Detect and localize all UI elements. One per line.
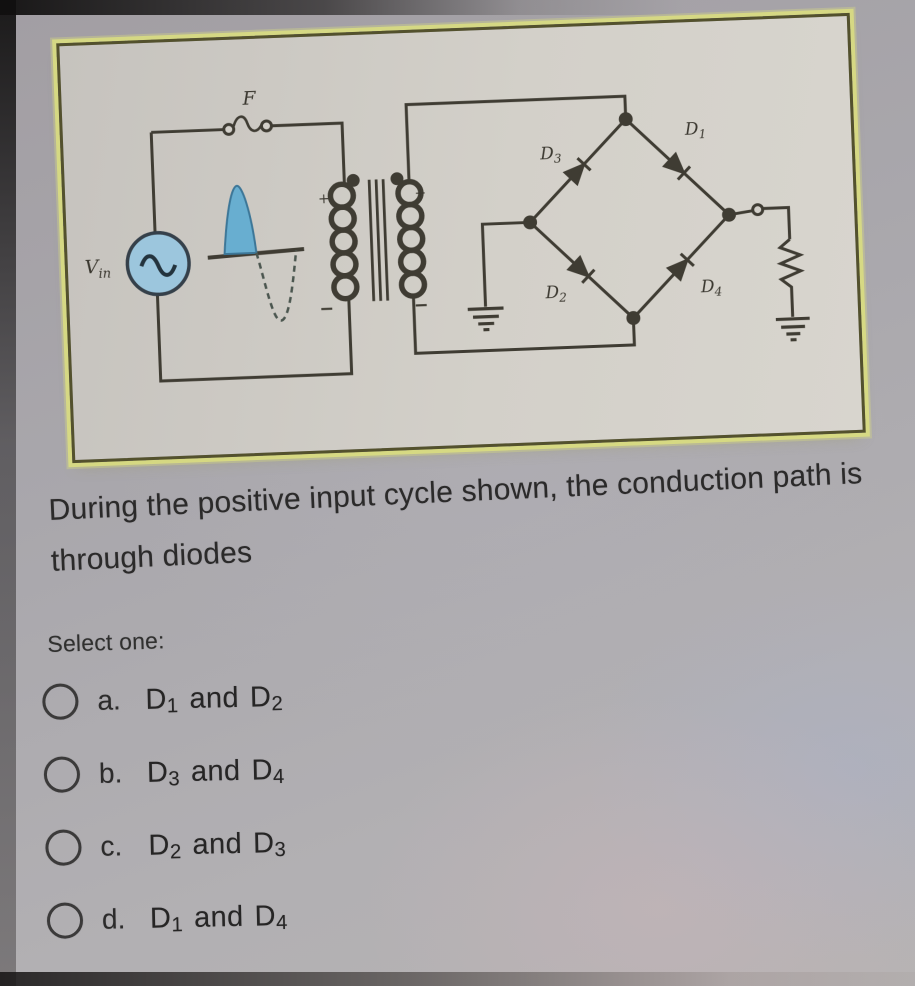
question-text: During the positive input cycle shown, t… — [48, 456, 881, 579]
right-ground — [775, 316, 810, 342]
secondary-plus-mark: + — [414, 186, 426, 202]
bridge-top-node — [618, 112, 633, 127]
photo-edge-bottom — [0, 972, 915, 986]
option-c-letter: c. — [100, 830, 123, 862]
diode-d3 — [562, 157, 592, 187]
radio-option-a[interactable] — [42, 683, 79, 720]
radio-option-d[interactable] — [46, 902, 84, 939]
select-one-label: Select one: — [47, 627, 166, 657]
radio-option-c[interactable] — [45, 829, 82, 866]
primary-plus-mark: + — [318, 191, 330, 207]
diode-d4 — [665, 252, 695, 282]
diode-d4-label: D4 — [700, 276, 723, 300]
output-terminal — [751, 203, 765, 217]
radio-option-b[interactable] — [43, 756, 81, 793]
secondary-phase-dot — [390, 172, 404, 186]
diode-bridge — [523, 112, 736, 325]
input-waveform — [207, 184, 305, 322]
load-resistor — [776, 238, 805, 317]
secondary-loop-wires — [404, 94, 636, 355]
transformer — [321, 172, 428, 311]
polarity-minus-marks — [321, 303, 427, 311]
primary-phase-dot — [346, 173, 360, 187]
diode-d2 — [566, 254, 596, 284]
photo-edge-left — [0, 0, 16, 986]
diode-d3-label: D3 — [539, 142, 562, 166]
fuse-label: F — [241, 87, 257, 110]
option-b-letter: b. — [98, 757, 123, 789]
diode-d1-label: D1 — [683, 118, 706, 142]
option-d-letter: d. — [101, 903, 126, 935]
diode-d1 — [662, 151, 692, 181]
circuit-diagram-card: Vin F + + D3 D1 D2 D4 — [56, 12, 866, 464]
option-a-letter: a. — [97, 684, 122, 716]
bridge-bottom-node — [626, 311, 641, 325]
ac-source — [125, 230, 191, 297]
left-ground — [467, 220, 531, 332]
photo-edge-top — [0, 0, 720, 15]
fuse-symbol — [222, 115, 273, 136]
diode-d2-label: D2 — [544, 282, 567, 306]
output-branch — [728, 203, 810, 342]
bridge-rectifier-circuit: Vin F + + D3 D1 D2 D4 — [84, 87, 810, 383]
source-label: Vin — [84, 255, 111, 282]
